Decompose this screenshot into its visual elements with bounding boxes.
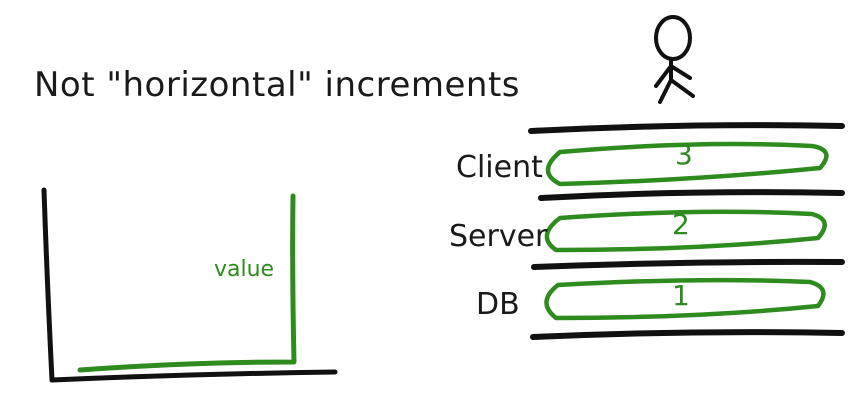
- value-line: [80, 196, 294, 370]
- x-axis: [52, 372, 335, 380]
- layer-label-server: Server: [449, 222, 547, 252]
- separator-line: [541, 192, 842, 198]
- layer-label-db: DB: [476, 290, 520, 320]
- increment-number-db: 1: [672, 282, 690, 310]
- separator-line: [534, 262, 842, 267]
- page-title: Not "horizontal" increments: [34, 68, 520, 102]
- increment-number-client: 3: [675, 141, 693, 169]
- layer-label-client: Client: [456, 153, 543, 183]
- increment-number-server: 2: [672, 211, 690, 239]
- value-label: value: [214, 259, 274, 281]
- user-stick-figure: [656, 17, 693, 102]
- y-axis: [44, 190, 52, 380]
- separator-line: [533, 332, 842, 337]
- separator-line: [531, 125, 842, 131]
